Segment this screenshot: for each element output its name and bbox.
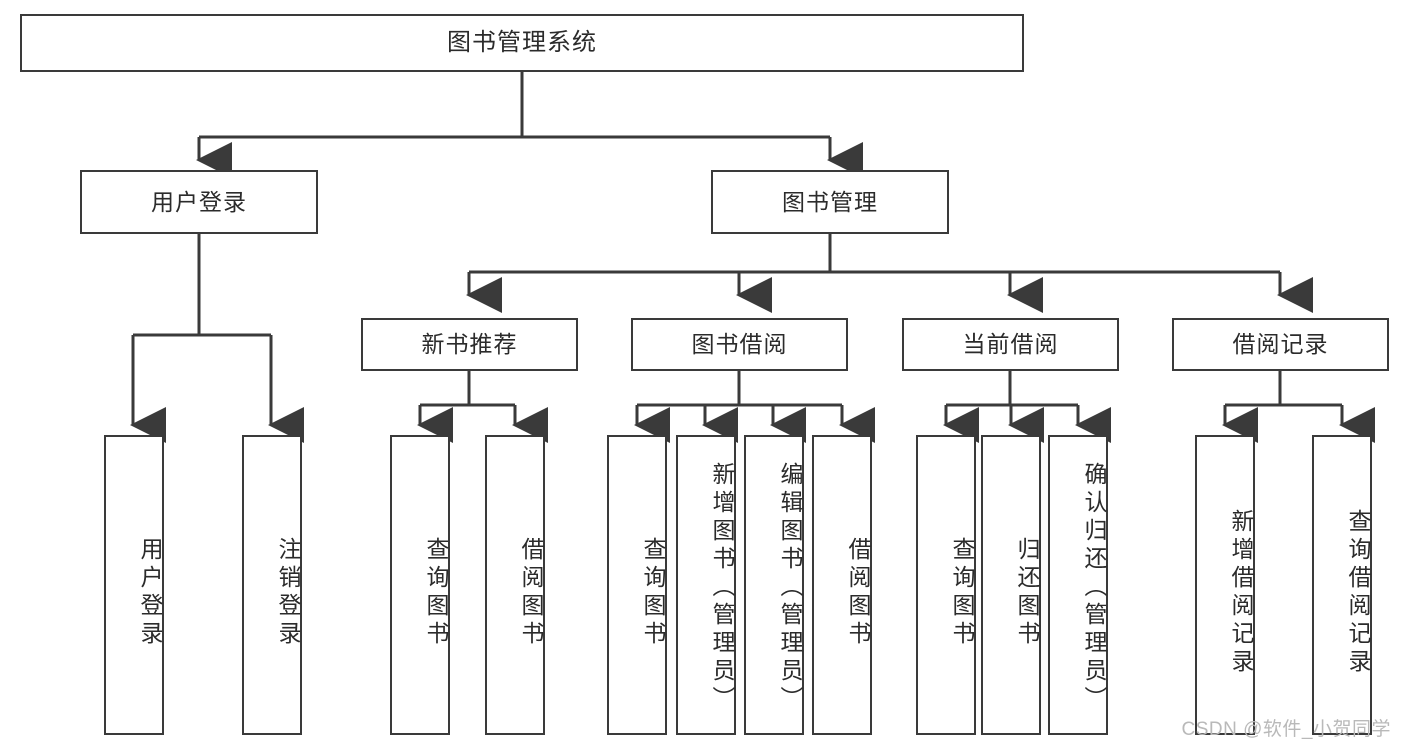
node-book-management[interactable]: 图书管理 <box>711 170 949 234</box>
leaf-borrow-books-recommend[interactable]: 借阅图书 <box>485 435 545 735</box>
leaf-logout[interactable]: 注销登录 <box>242 435 302 735</box>
node-label: 图书管理 <box>782 188 878 215</box>
leaf-add-book-admin[interactable]: 新增图书（管理员） <box>676 435 736 735</box>
node-label: 图书管理系统 <box>447 29 597 57</box>
node-label: 归还图书 <box>1014 537 1040 649</box>
node-new-book-recommend[interactable]: 新书推荐 <box>361 318 578 371</box>
node-label: 当前借阅 <box>962 331 1059 358</box>
node-label: 查询借阅记录 <box>1345 509 1371 677</box>
node-label: 注销登录 <box>275 537 301 649</box>
leaf-edit-book-admin[interactable]: 编辑图书（管理员） <box>744 435 804 735</box>
node-book-borrow[interactable]: 图书借阅 <box>631 318 848 371</box>
node-label: 查询图书 <box>640 537 666 649</box>
node-label: 用户登录 <box>137 537 163 649</box>
leaf-confirm-return-admin[interactable]: 确认归还（管理员） <box>1048 435 1108 735</box>
leaf-query-borrow-record[interactable]: 查询借阅记录 <box>1312 435 1372 735</box>
leaf-query-books-recommend[interactable]: 查询图书 <box>390 435 450 735</box>
leaf-add-borrow-record[interactable]: 新增借阅记录 <box>1195 435 1255 735</box>
node-label: 用户登录 <box>151 188 247 215</box>
leaf-query-books-borrow[interactable]: 查询图书 <box>607 435 667 735</box>
node-label: 图书借阅 <box>691 331 788 358</box>
node-root-system[interactable]: 图书管理系统 <box>20 14 1024 72</box>
node-borrow-records[interactable]: 借阅记录 <box>1172 318 1389 371</box>
node-label: 借阅图书 <box>845 537 871 649</box>
node-label: 查询图书 <box>949 537 975 649</box>
node-current-borrow[interactable]: 当前借阅 <box>902 318 1119 371</box>
node-user-login[interactable]: 用户登录 <box>80 170 318 234</box>
node-label: 新书推荐 <box>421 331 518 358</box>
node-label: 编辑图书（管理员） <box>777 462 803 714</box>
node-label: 借阅记录 <box>1232 331 1329 358</box>
leaf-user-login[interactable]: 用户登录 <box>104 435 164 735</box>
leaf-return-books[interactable]: 归还图书 <box>981 435 1041 735</box>
watermark: CSDN @软件_小贺同学 <box>1181 719 1391 740</box>
leaf-borrow-books[interactable]: 借阅图书 <box>812 435 872 735</box>
node-label: 新增借阅记录 <box>1228 509 1254 677</box>
node-label: 新增图书（管理员） <box>709 462 735 714</box>
node-label: 确认归还（管理员） <box>1081 462 1107 714</box>
node-label: 借阅图书 <box>518 537 544 649</box>
leaf-query-books-current[interactable]: 查询图书 <box>916 435 976 735</box>
node-label: 查询图书 <box>423 537 449 649</box>
